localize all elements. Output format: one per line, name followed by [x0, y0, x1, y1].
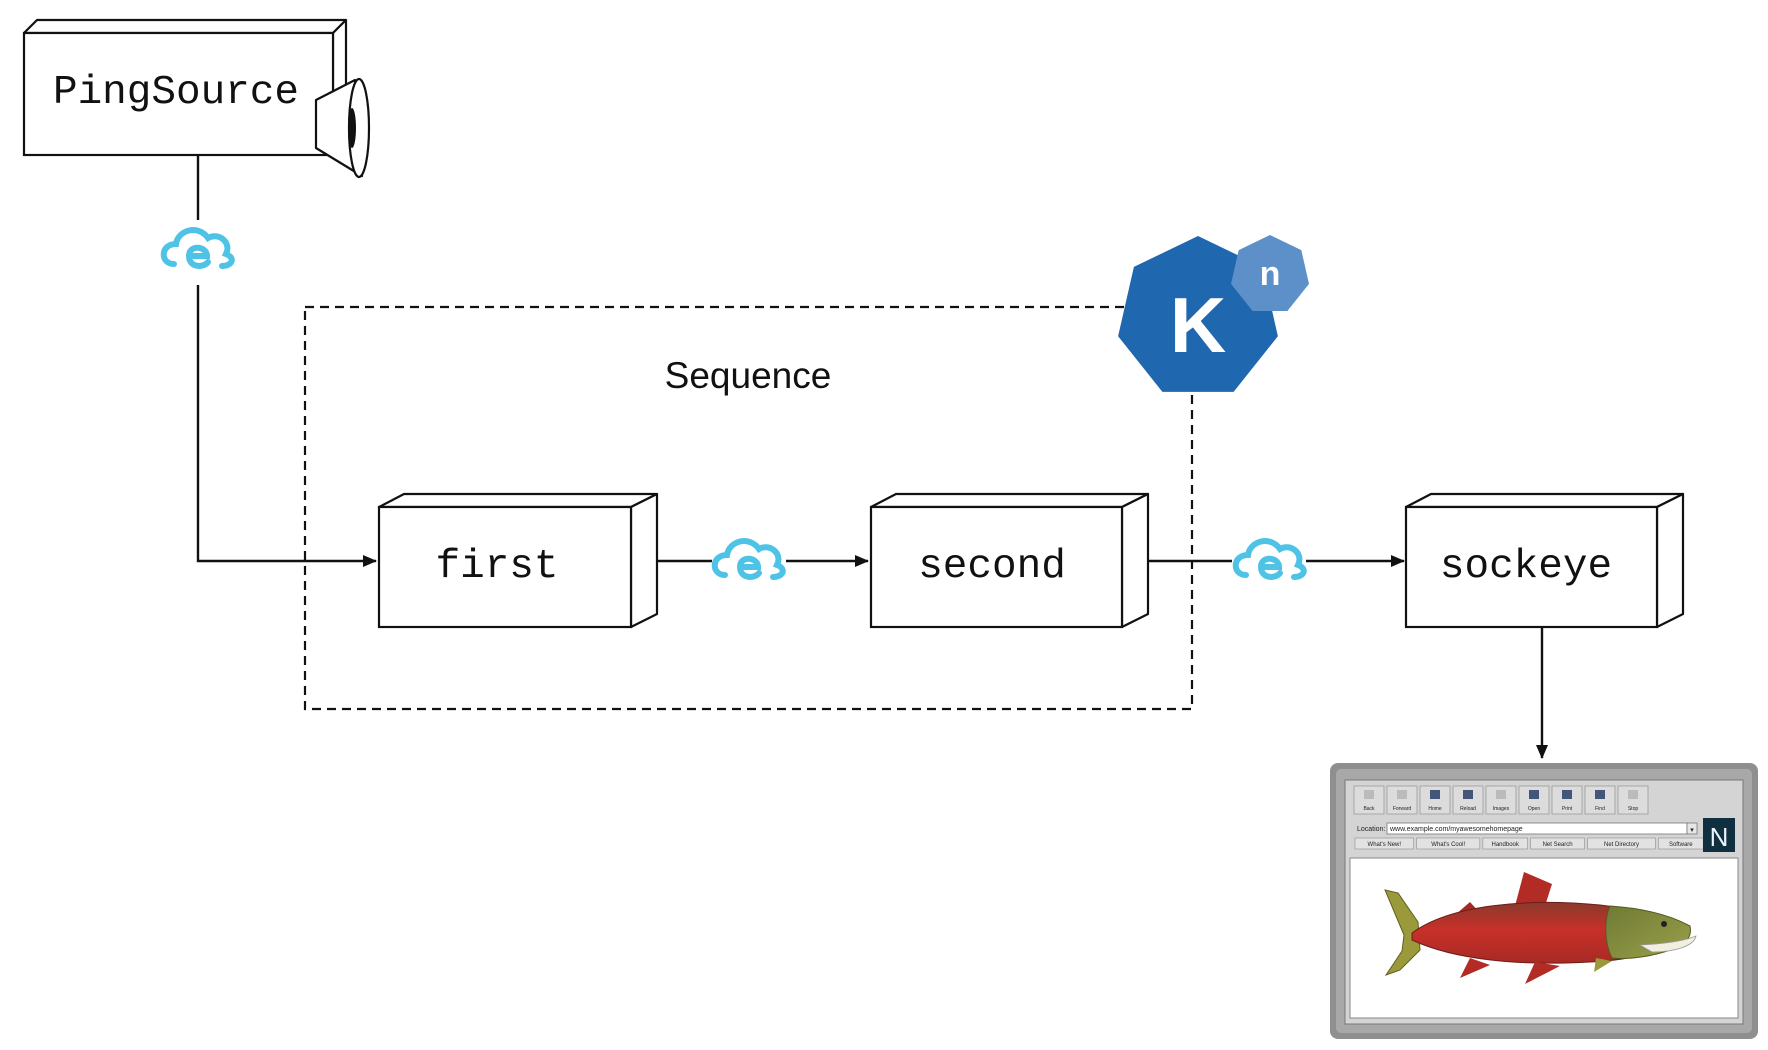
link-button-label: What's Cool!	[1431, 842, 1465, 848]
wire-pingsource-to-first	[196, 155, 376, 561]
link-button-label: Handbook	[1492, 842, 1520, 848]
sequence-label: Sequence	[665, 355, 832, 396]
toolbar-button-label: Home	[1428, 806, 1442, 812]
link-button[interactable]: Handbook	[1482, 837, 1528, 850]
link-button[interactable]: Net Search	[1530, 837, 1585, 850]
toolbar-button-reload[interactable]: Reload	[1452, 785, 1484, 815]
link-button[interactable]: Software	[1658, 837, 1704, 850]
toolbar-button-label: Find	[1595, 806, 1605, 812]
toolbar-button-forward[interactable]: Forward	[1386, 785, 1418, 815]
node-sockeye: sockeye	[1404, 492, 1685, 629]
cloud-event-icon	[1232, 538, 1307, 580]
toolbar-button-label: Images	[1493, 806, 1510, 812]
toolbar-button-label: Back	[1363, 806, 1375, 812]
link-button-label: Net Search	[1543, 842, 1573, 848]
knative-badge	[1231, 235, 1309, 311]
back-icon	[1364, 790, 1374, 799]
images-icon	[1496, 790, 1506, 799]
speaker-icon	[314, 77, 371, 179]
link-button-label: Software	[1669, 842, 1693, 848]
print-icon	[1562, 790, 1572, 799]
knative-badge-letter: n	[1260, 255, 1281, 293]
knative-logo: K n	[1118, 235, 1309, 392]
toolbar-button-open[interactable]: Open	[1518, 785, 1550, 815]
toolbar-button-label: Stop	[1628, 806, 1639, 812]
link-button[interactable]: What's New!	[1354, 837, 1414, 850]
cloud-event-icon	[160, 227, 235, 269]
link-button[interactable]: What's Cool!	[1416, 837, 1481, 850]
node-first-label: first	[435, 544, 558, 590]
browser-location-row: Location: www.example.com/myawesomehomep…	[1357, 822, 1698, 835]
link-button-label: Net Directory	[1604, 842, 1639, 848]
location-dropdown-button[interactable]	[1686, 822, 1698, 835]
toolbar-button-home[interactable]: Home	[1419, 785, 1451, 815]
open-icon	[1529, 790, 1539, 799]
cloud-event-icon	[711, 538, 786, 580]
toolbar-button-print[interactable]: Print	[1551, 785, 1583, 815]
link-button-label: What's New!	[1368, 842, 1402, 848]
salmon-illustration	[1384, 872, 1697, 984]
node-second-label: second	[918, 544, 1066, 590]
toolbar-button-find[interactable]: Find	[1584, 785, 1616, 815]
chevron-down-icon: ▾	[1690, 827, 1694, 834]
browser-brand-logo: N	[1703, 818, 1735, 852]
toolbar-button-stop[interactable]: Stop	[1617, 785, 1649, 815]
node-second: second	[869, 492, 1150, 629]
node-pingsource-label: PingSource	[53, 70, 299, 116]
location-label: Location:	[1357, 826, 1385, 833]
browser-links-row: What's New! What's Cool! Handbook Net Searc…	[1354, 837, 1704, 850]
node-sockeye-label: sockeye	[1440, 544, 1612, 590]
brand-letter: N	[1710, 822, 1729, 852]
knative-logo-letter: K	[1170, 281, 1226, 369]
toolbar-button-label: Reload	[1460, 806, 1476, 812]
home-icon	[1430, 790, 1440, 799]
find-icon	[1595, 790, 1605, 799]
toolbar-button-images[interactable]: Images	[1485, 785, 1517, 815]
sequence-boundary	[303, 305, 1194, 711]
browser-toolbar: Back Forward Home Reload Images Open Print Find…	[1353, 785, 1649, 815]
toolbar-button-label: Open	[1528, 806, 1540, 812]
location-value: www.example.com/myawesomehomepage	[1389, 826, 1523, 833]
toolbar-button-label: Print	[1562, 806, 1573, 812]
node-first: first	[377, 492, 659, 629]
toolbar-button-back[interactable]: Back	[1353, 785, 1385, 815]
sequence-group: Sequence	[303, 305, 1194, 711]
connections	[196, 155, 1548, 759]
forward-icon	[1397, 790, 1407, 799]
stop-icon	[1628, 790, 1638, 799]
node-pingsource: PingSource	[22, 18, 371, 179]
toolbar-button-label: Forward	[1393, 806, 1412, 812]
reload-icon	[1463, 790, 1473, 799]
link-button[interactable]: Net Directory	[1587, 837, 1656, 850]
browser-window: Back Forward Home Reload Images Open Print Find…	[1330, 763, 1758, 1039]
